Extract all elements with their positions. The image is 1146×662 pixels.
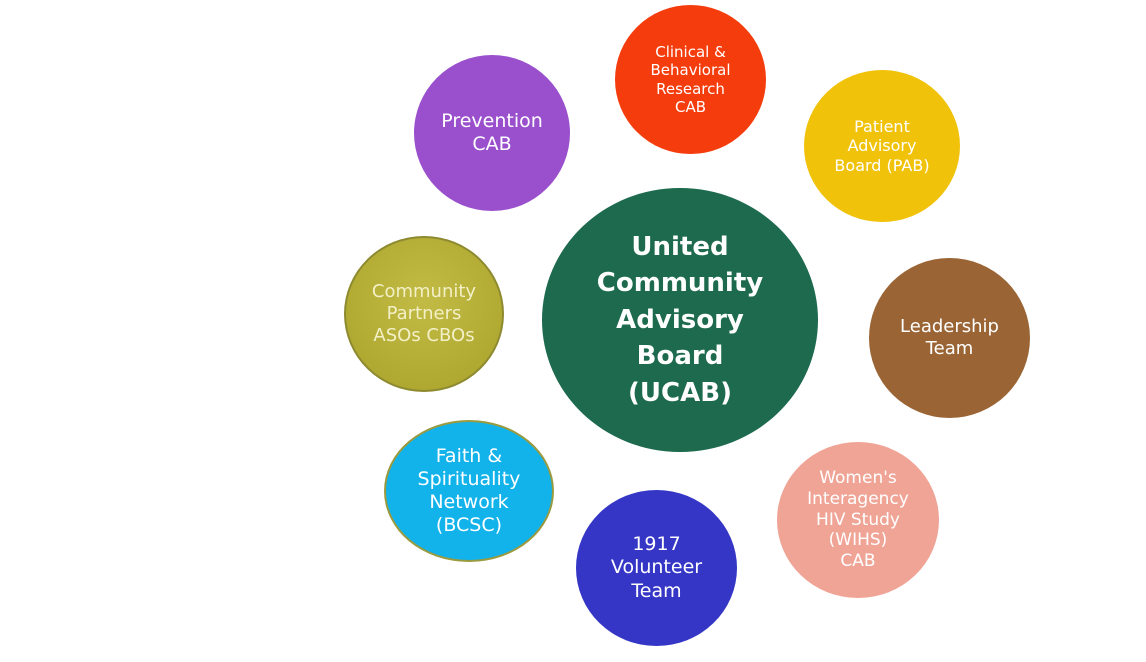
clinical-research-cab-node: Clinical & Behavioral Research CAB bbox=[615, 5, 766, 154]
prevention-cab-node: Prevention CAB bbox=[414, 55, 570, 211]
leadership-team-node: Leadership Team bbox=[869, 258, 1030, 418]
wihs-cab-node: Women's Interagency HIV Study (WIHS) CAB bbox=[777, 442, 939, 598]
faith-spirituality-network-node: Faith & Spirituality Network (BCSC) bbox=[384, 420, 554, 562]
node-label: Leadership Team bbox=[900, 316, 999, 359]
volunteer-team-node: 1917 Volunteer Team bbox=[576, 490, 737, 646]
community-partners-node: Community Partners ASOs CBOs bbox=[344, 236, 504, 392]
node-label: Women's Interagency HIV Study (WIHS) CAB bbox=[807, 468, 909, 572]
node-label: Prevention CAB bbox=[441, 109, 543, 155]
node-label: Faith & Spirituality Network (BCSC) bbox=[417, 444, 521, 537]
node-label: 1917 Volunteer Team bbox=[610, 533, 703, 602]
node-label: Clinical & Behavioral Research CAB bbox=[650, 42, 731, 116]
node-label: Community Partners ASOs CBOs bbox=[371, 281, 477, 346]
ucab-label: United Community Advisory Board (UCAB) bbox=[596, 232, 764, 408]
node-label: Patient Advisory Board (PAB) bbox=[834, 116, 930, 175]
ucab-center-node: United Community Advisory Board (UCAB) bbox=[542, 188, 818, 452]
patient-advisory-board-node: Patient Advisory Board (PAB) bbox=[804, 70, 960, 222]
